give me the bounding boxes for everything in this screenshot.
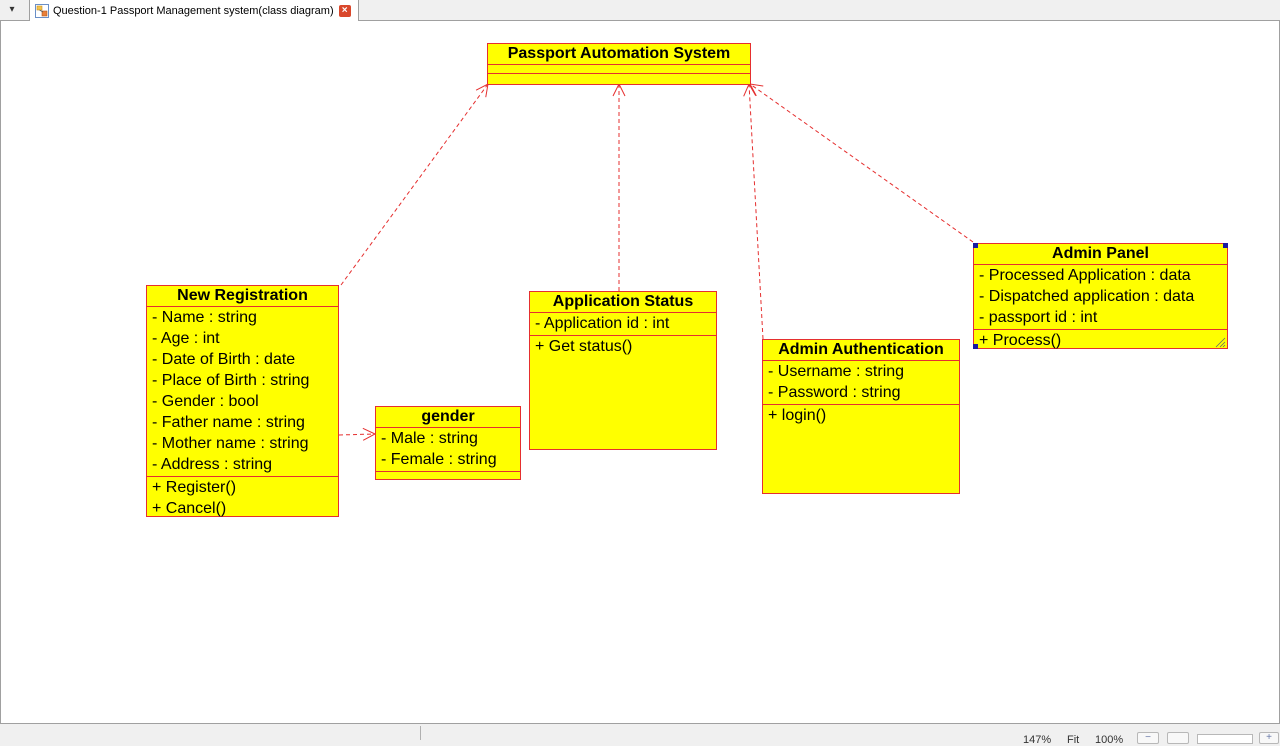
class-application-status[interactable]: Application Status - Application id : in…	[529, 291, 717, 450]
dependency-new-registration-to-gender[interactable]	[338, 434, 375, 435]
attribute: - Male : string	[381, 430, 478, 447]
operations-compartment: + Process()	[974, 330, 1227, 351]
attribute: - Application id : int	[535, 315, 670, 332]
selection-handle[interactable]	[973, 243, 978, 248]
attributes-compartment: - Processed Application : data - Dispatc…	[974, 265, 1227, 330]
attribute: - Gender : bool	[152, 393, 259, 410]
class-passport-automation-system[interactable]: Passport Automation System	[487, 43, 751, 85]
attribute: - Address : string	[152, 456, 273, 473]
zoom-in-icon[interactable]: +	[1259, 732, 1279, 744]
class-gender[interactable]: gender - Male : string - Female : string	[375, 406, 521, 480]
zoom-level: 147%	[1023, 734, 1052, 746]
class-name: Application Status	[530, 292, 716, 313]
class-diagram-icon	[35, 3, 49, 18]
operations-compartment	[488, 74, 750, 82]
chevron-down-icon: ▾	[9, 4, 15, 15]
dependency-admin-authentication-to-passport[interactable]	[749, 84, 764, 340]
class-admin-panel[interactable]: Admin Panel - Processed Application : da…	[973, 243, 1228, 349]
operation: + Cancel()	[152, 500, 227, 517]
zoom-step-button[interactable]	[1167, 732, 1189, 744]
class-new-registration[interactable]: New Registration - Name : string - Age :…	[146, 285, 339, 517]
operation: + Get status()	[535, 338, 633, 355]
diagram-canvas[interactable]: Passport Automation System New Registrat…	[0, 21, 1280, 723]
attributes-compartment: - Username : string - Password : string	[763, 361, 959, 405]
attribute: - Username : string	[768, 363, 905, 380]
attributes-compartment: - Application id : int	[530, 313, 716, 336]
operations-compartment: + login()	[763, 405, 959, 426]
resize-grip-icon[interactable]	[1214, 335, 1226, 348]
dependency-admin-panel-to-passport[interactable]	[750, 84, 974, 243]
operations-compartment: + Register() + Cancel()	[147, 477, 338, 519]
operation: + Process()	[979, 332, 1062, 349]
attribute: - Date of Birth : date	[152, 351, 296, 368]
attributes-compartment: - Name : string - Age : int - Date of Bi…	[147, 307, 338, 477]
zoom-slider[interactable]	[1197, 734, 1253, 744]
class-name: Admin Panel	[974, 244, 1227, 265]
tab-class-diagram[interactable]: Question-1 Passport Management system(cl…	[29, 0, 359, 21]
attributes-compartment: - Male : string - Female : string	[376, 428, 520, 472]
attribute: - Father name : string	[152, 414, 305, 431]
status-bar: 147% Fit 100% − +	[0, 723, 1280, 746]
selection-handle[interactable]	[973, 344, 978, 349]
attribute: - Password : string	[768, 384, 901, 401]
attribute: - Mother name : string	[152, 435, 309, 452]
tab-bar: ▾ Question-1 Passport Management system(…	[0, 0, 1280, 21]
zoom-panel: 147% Fit 100% − +	[420, 726, 1280, 746]
attribute: - Processed Application : data	[979, 267, 1191, 284]
dependency-new-registration-to-passport[interactable]	[340, 84, 488, 286]
tab-title: Question-1 Passport Management system(cl…	[53, 4, 334, 17]
reset-zoom-button[interactable]: 100%	[1095, 734, 1124, 746]
class-name: Passport Automation System	[488, 44, 750, 65]
class-name: gender	[376, 407, 520, 428]
operation: + Register()	[152, 479, 237, 496]
class-name: New Registration	[147, 286, 338, 307]
attribute: - Name : string	[152, 309, 257, 326]
attributes-compartment	[488, 65, 750, 74]
attribute: - Female : string	[381, 451, 497, 468]
attribute: - passport id : int	[979, 309, 1098, 326]
selection-handle[interactable]	[1223, 243, 1228, 248]
tab-list-dropdown[interactable]: ▾	[2, 2, 22, 18]
class-name: Admin Authentication	[763, 340, 959, 361]
attribute: - Place of Birth : string	[152, 372, 310, 389]
zoom-out-icon[interactable]: −	[1137, 732, 1159, 744]
close-tab-icon[interactable]: ×	[338, 4, 351, 17]
fit-button[interactable]: Fit	[1067, 734, 1080, 746]
operation: + login()	[768, 407, 827, 424]
class-admin-authentication[interactable]: Admin Authentication - Username : string…	[762, 339, 960, 494]
relationship-links	[338, 21, 974, 723]
attribute: - Dispatched application : data	[979, 288, 1195, 305]
operations-compartment: + Get status()	[530, 336, 716, 357]
attribute: - Age : int	[152, 330, 220, 347]
